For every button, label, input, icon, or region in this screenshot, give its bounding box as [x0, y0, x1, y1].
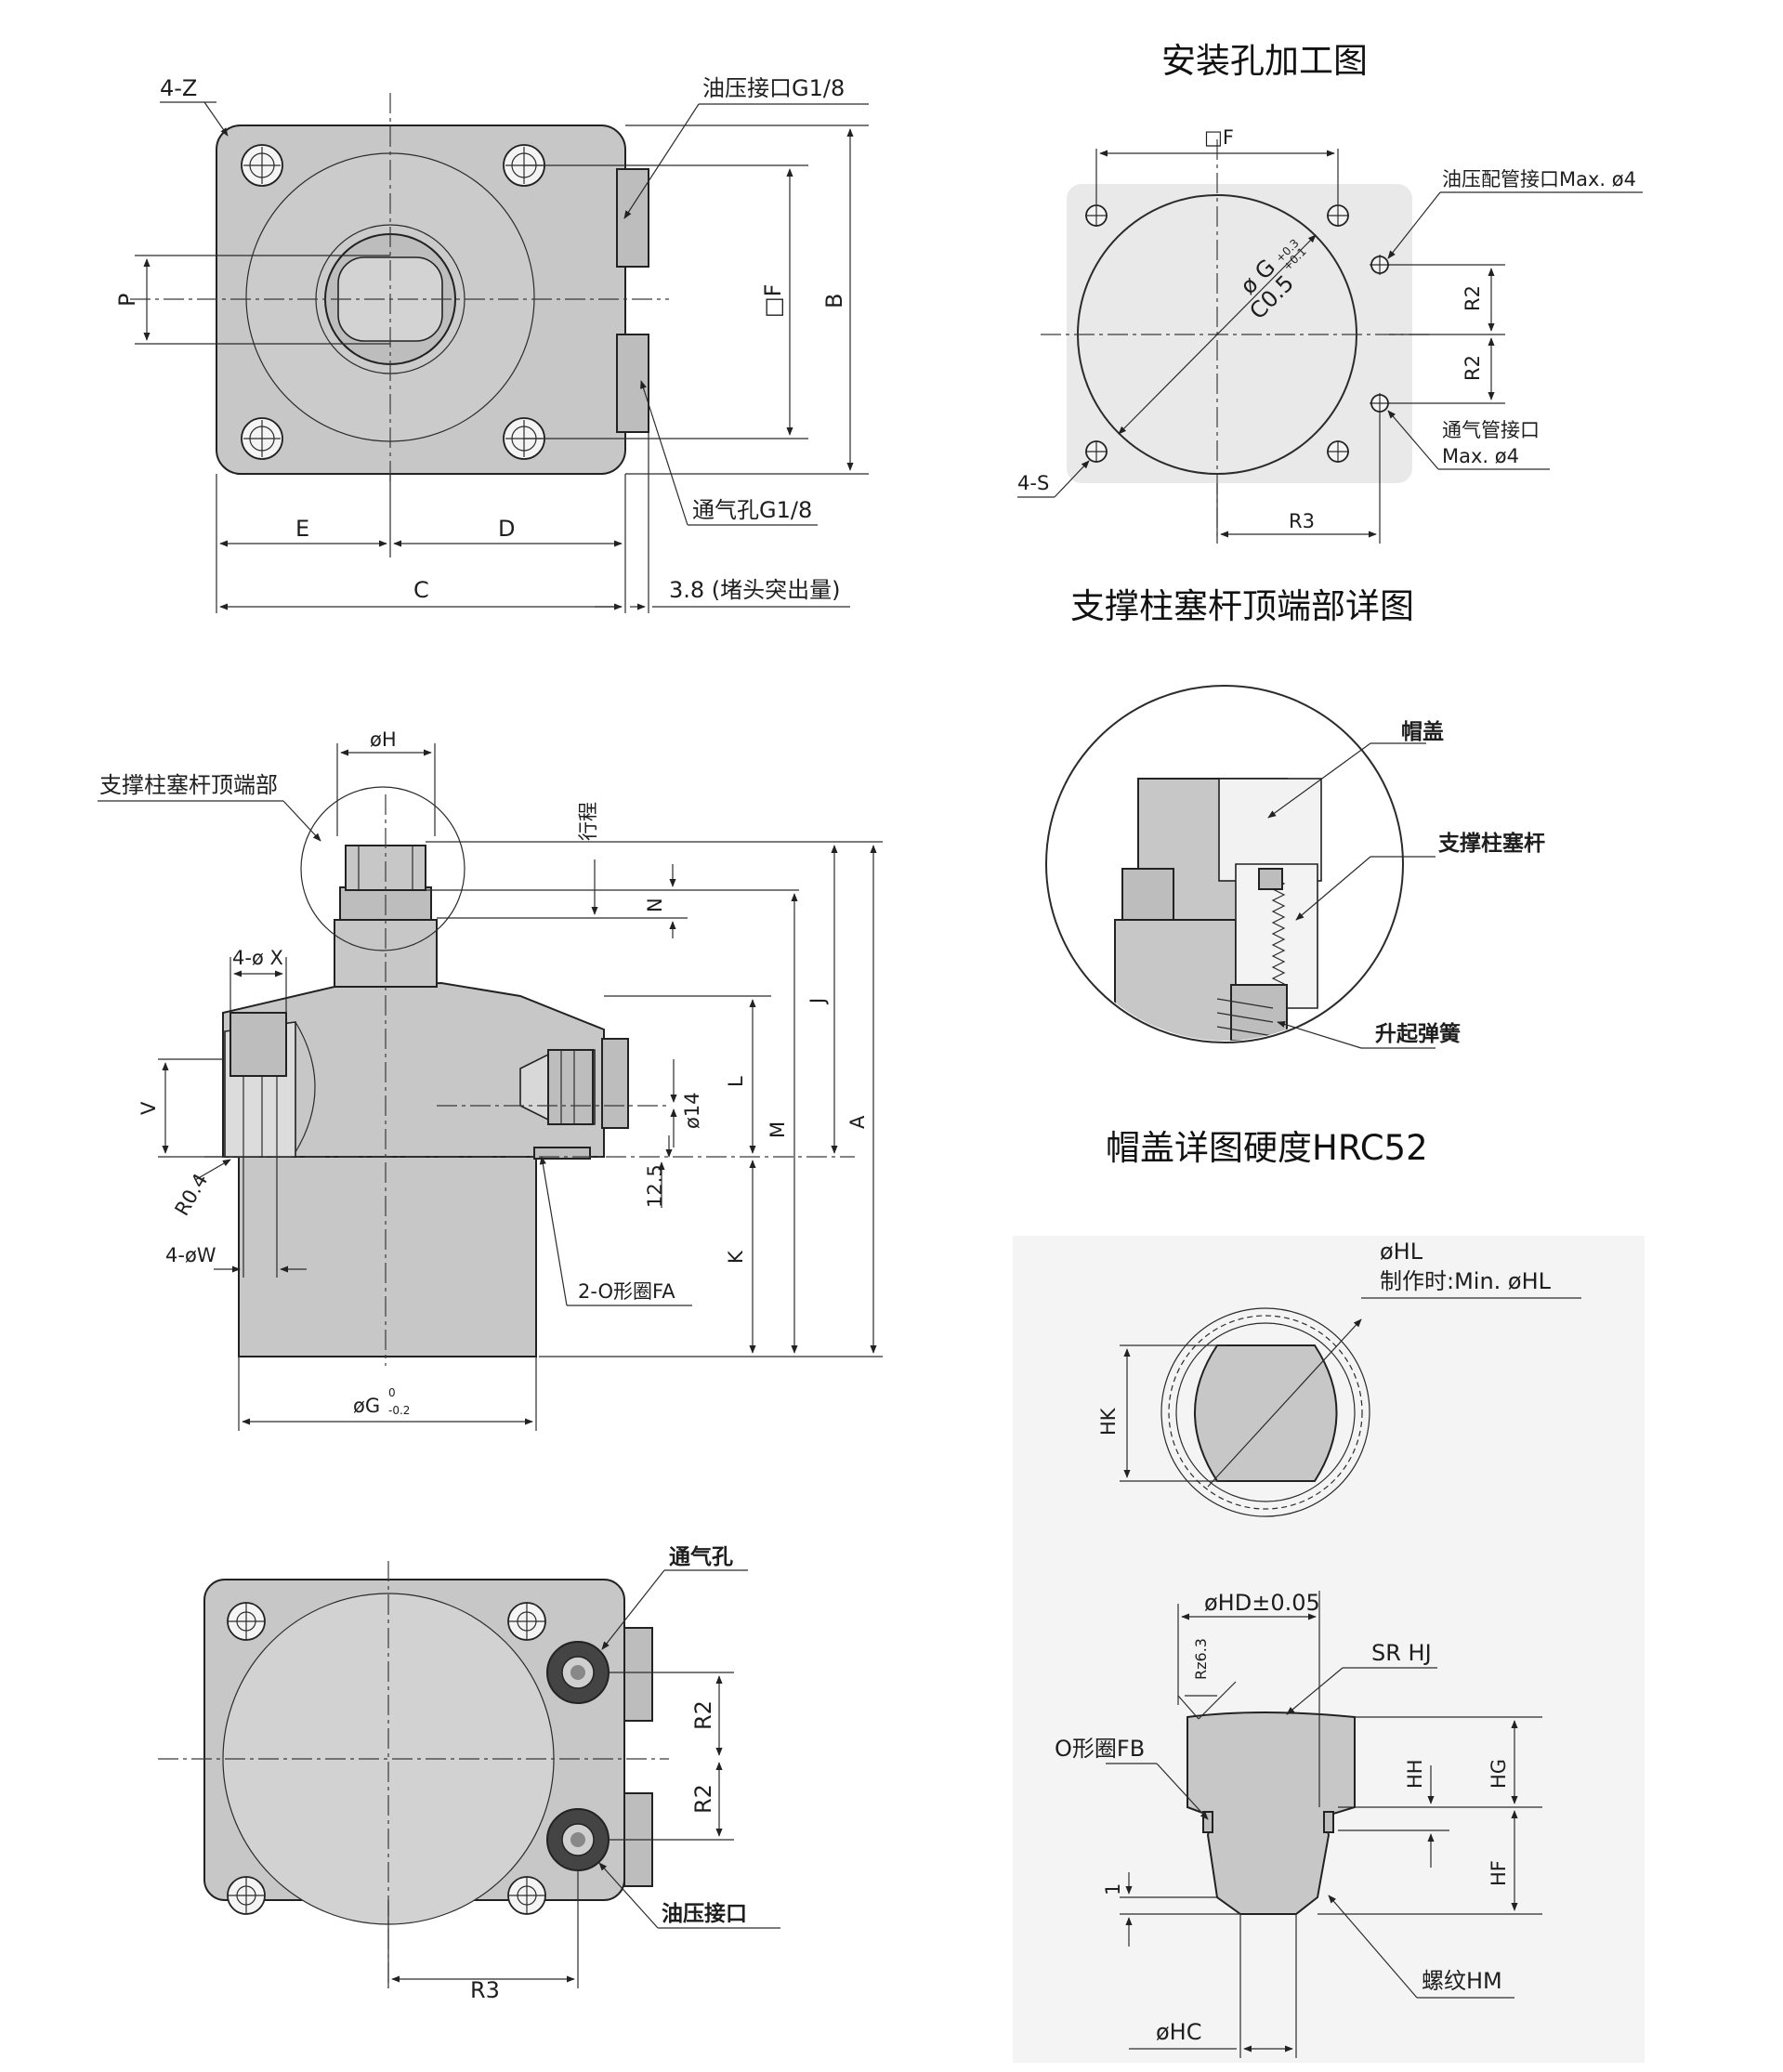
top-view: 4-Z 油压接口G1/8 通气孔G1/8 P □F B E D C 3.8 (堵… — [114, 75, 869, 613]
rod-detail-cap: 帽盖 — [1401, 719, 1444, 744]
title-mounting-hole: 安装孔加工图 — [1161, 41, 1368, 81]
rod-detail-view: 支撑柱塞杆顶端部详图 帽盖 支撑柱塞杆 升起弹簧 — [1045, 586, 1545, 1049]
side-oring-fa: 2-O形圈FA — [578, 1280, 675, 1303]
cap-dim-hf: HF — [1488, 1860, 1510, 1886]
cap-detail-view: 帽盖详图硬度HRC52 øHL 制作时:Min. øHL HK — [1013, 1128, 1645, 2063]
cap-oring-fb: O形圈FB — [1055, 1736, 1145, 1762]
cap-dim-hk: HK — [1097, 1407, 1120, 1436]
cap-dim-1: 1 — [1102, 1883, 1124, 1895]
side-dim-k: K — [725, 1250, 747, 1264]
top-dim-c: C — [413, 577, 429, 603]
mh-vent-pipe-line2: Max. ø4 — [1442, 445, 1519, 467]
bottom-vent-label: 通气孔 — [669, 1544, 733, 1569]
side-stroke: 行程 — [577, 802, 599, 841]
bottom-dim-r3: R3 — [470, 1977, 500, 2003]
top-vent-port-label: 通气孔G1/8 — [692, 497, 812, 523]
top-dim-d: D — [498, 516, 515, 542]
cap-sphere: SR HJ — [1371, 1640, 1432, 1666]
mounting-holes-small — [1085, 204, 1390, 463]
mh-hole-count: 4-S — [1017, 472, 1049, 494]
side-dim-14: ø14 — [681, 1092, 703, 1129]
cap-dim-hg: HG — [1488, 1759, 1510, 1789]
cap-dim-hd: øHD±0.05 — [1204, 1590, 1320, 1616]
cap-roughness: Rz6.3 — [1192, 1638, 1210, 1680]
bottom-dim-r2-a: R2 — [690, 1700, 716, 1730]
side-dim-v: V — [138, 1101, 160, 1115]
bottom-dim-r2-b: R2 — [690, 1784, 716, 1814]
title-cap-detail: 帽盖详图硬度HRC52 — [1106, 1128, 1428, 1168]
rod-detail-spring: 升起弹簧 — [1375, 1021, 1461, 1046]
mh-oil-pipe-label: 油压配管接口Max. ø4 — [1442, 168, 1636, 190]
mh-dim-f: □F — [1204, 126, 1234, 149]
side-dim-w: 4-øW — [165, 1244, 216, 1266]
mh-dim-r3: R3 — [1289, 510, 1315, 532]
side-dim-a: A — [846, 1115, 869, 1129]
top-oil-port-label: 油压接口G1/8 — [702, 75, 845, 101]
top-dim-e: E — [295, 516, 309, 542]
top-dim-p: P — [114, 294, 140, 307]
side-rod-top-label: 支撑柱塞杆顶端部 — [99, 772, 278, 798]
cap-dim-hl-note: 制作时:Min. øHL — [1380, 1268, 1552, 1294]
top-hole-count-label: 4-Z — [160, 75, 197, 101]
mounting-hole-view: 安装孔加工图 □F ø G +0.3 +0. — [1017, 41, 1643, 544]
side-tol-g-lower: -0.2 — [388, 1404, 410, 1417]
bottom-holes — [227, 1602, 546, 1915]
side-dim-j: J — [806, 998, 829, 1005]
side-dim-m: M — [767, 1121, 789, 1138]
side-view: øH 支撑柱塞杆顶端部 行程 N J A 4-ø X V ø14 L M R0.… — [98, 728, 883, 1431]
side-dim-g: øG — [353, 1395, 380, 1417]
mh-dim-r2-a: R2 — [1462, 285, 1484, 311]
side-radius: R0.4 — [171, 1170, 213, 1220]
top-plug-protrusion: 3.8 (堵头突出量) — [669, 577, 841, 603]
mh-vent-pipe-line1: 通气管接口 — [1442, 419, 1540, 441]
bottom-view: 通气孔 R2 R2 油压接口 R3 — [158, 1544, 780, 2003]
cap-dim-hc: øHC — [1156, 2019, 1202, 2045]
cap-dim-hl: øHL — [1380, 1239, 1423, 1265]
bottom-oil-label: 油压接口 — [662, 1902, 747, 1926]
title-rod-top-detail: 支撑柱塞杆顶端部详图 — [1070, 586, 1414, 626]
side-dim-n: N — [644, 898, 666, 912]
cap-thread: 螺纹HM — [1422, 1968, 1502, 1994]
top-dim-f: □F — [760, 284, 786, 318]
mh-dim-r2-b: R2 — [1462, 355, 1484, 381]
top-dim-b: B — [821, 294, 847, 308]
side-dim-h: øH — [370, 728, 397, 751]
side-tol-g-upper: 0 — [388, 1386, 396, 1399]
mounting-holes-top — [241, 144, 545, 460]
side-dim-l: L — [725, 1076, 747, 1087]
cap-dim-hh: HH — [1404, 1759, 1426, 1789]
rod-detail-rod: 支撑柱塞杆 — [1437, 831, 1545, 856]
side-dim-125: 12.5 — [644, 1164, 666, 1208]
side-dim-x: 4-ø X — [232, 947, 283, 969]
